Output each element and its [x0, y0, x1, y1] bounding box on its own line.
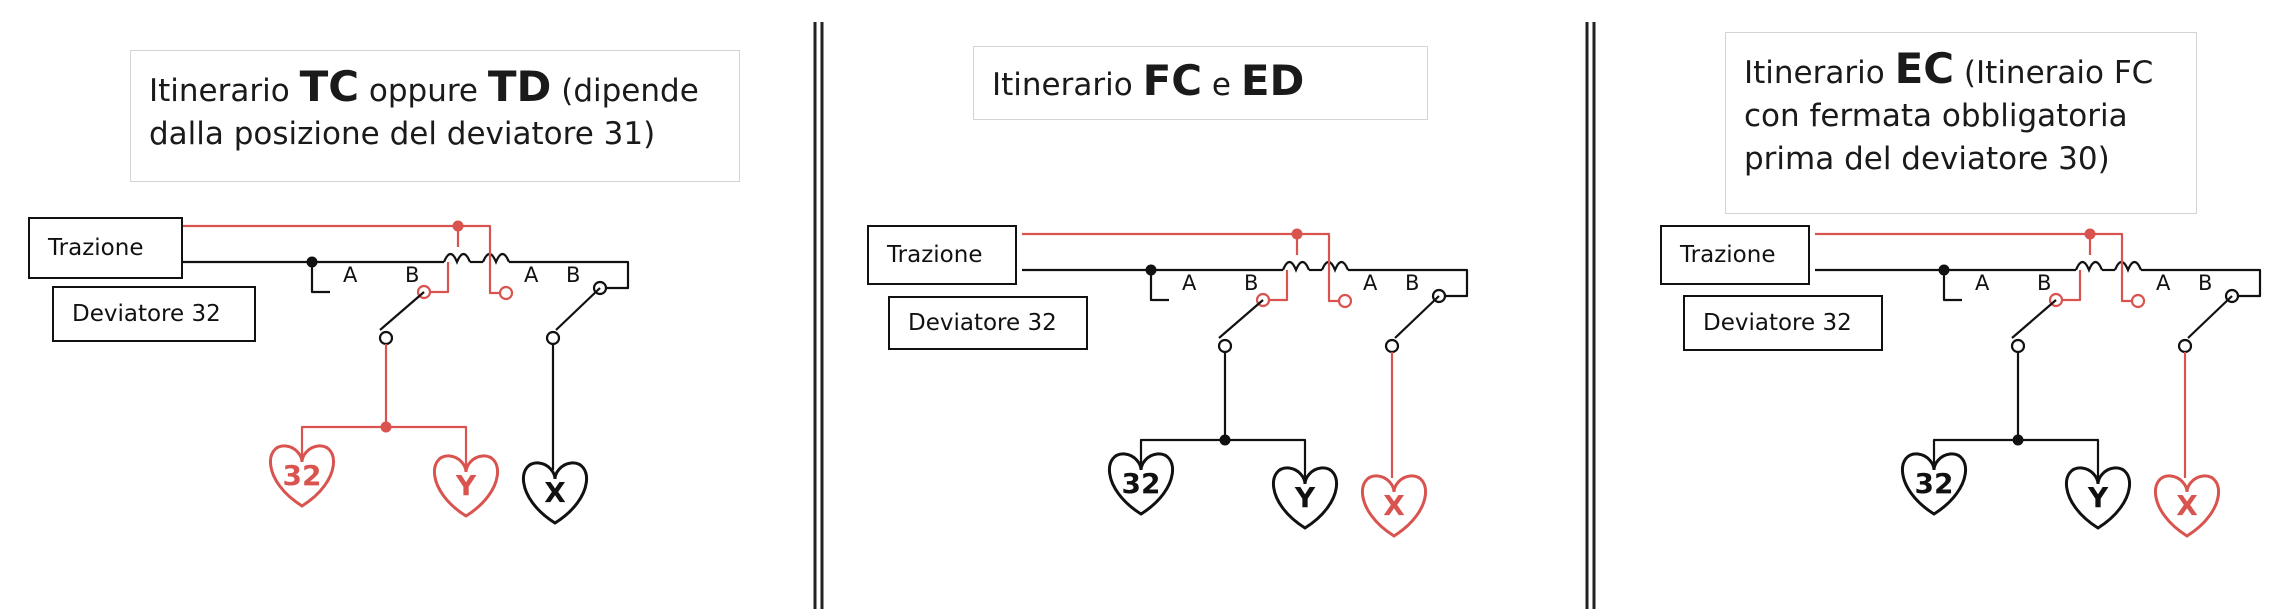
contact-label: A — [343, 263, 358, 287]
contact-label: A — [524, 263, 539, 287]
lamp-heart-icon — [1107, 452, 1175, 516]
lamp-heart-icon — [521, 461, 589, 525]
switch-arm — [555, 287, 601, 331]
lamp-label: Y — [1294, 481, 1316, 514]
wire — [430, 262, 450, 294]
deviatore-box: Deviatore 32 — [52, 286, 256, 342]
wire — [2090, 232, 2124, 255]
wire — [458, 224, 492, 247]
contact-terminal — [545, 330, 561, 346]
wire — [1139, 438, 1307, 478]
panel-3-title: Itinerario EC (Itineraio FC con fermata … — [1725, 32, 2197, 214]
wire-crossover — [1320, 260, 1350, 273]
trazione-box: Trazione — [28, 217, 183, 279]
panel-1-title: Itinerario TC oppure TD (dipende dalla p… — [130, 50, 740, 182]
lamp-label: Y — [2087, 481, 2109, 514]
contact-terminal — [2010, 338, 2026, 354]
title-connector: oppure — [359, 73, 488, 109]
contact-label: B — [2037, 271, 2051, 295]
title-code: ED — [1240, 56, 1305, 105]
wire — [1942, 270, 1962, 302]
switch-arm — [2011, 299, 2057, 339]
contact-terminal — [1217, 338, 1233, 354]
wire — [1932, 438, 2100, 478]
trazione-box: Trazione — [1660, 225, 1810, 285]
contact-terminal — [2130, 293, 2146, 309]
lamp-label: 32 — [1122, 467, 1161, 500]
contact-label: B — [1405, 271, 1419, 295]
wire-crossover — [2113, 260, 2143, 273]
title-suffix: (Itineraio FC con fermata obbligatoria p… — [1744, 55, 2154, 177]
contact-label: B — [405, 263, 419, 287]
title-prefix: Itinerario — [992, 67, 1143, 103]
title-code: FC — [1142, 56, 1203, 105]
lamp-heart-icon — [1900, 452, 1968, 516]
deviatore-box: Deviatore 32 — [888, 296, 1088, 350]
contact-label: B — [566, 263, 580, 287]
deviatore-box: Deviatore 32 — [1683, 295, 1883, 351]
lamp-label: X — [1383, 489, 1405, 522]
contact-terminal — [1337, 293, 1353, 309]
lamp-label: X — [2176, 489, 2198, 522]
title-prefix: Itinerario — [149, 73, 300, 109]
wire — [2062, 270, 2082, 302]
lamp-label: 32 — [1915, 467, 1954, 500]
contact-label: B — [1244, 271, 1258, 295]
lamp-heart-icon — [2153, 474, 2221, 538]
lamp-heart-icon — [432, 454, 500, 518]
wire — [310, 262, 330, 294]
contact-terminal — [498, 285, 514, 301]
title-prefix: Itinerario — [1744, 55, 1895, 91]
lamp-label: Y — [455, 469, 477, 502]
switch-arm — [2187, 295, 2233, 339]
wire — [1348, 268, 1469, 298]
wire — [1327, 255, 1339, 303]
contact-label: A — [1975, 271, 1990, 295]
contact-terminal — [2177, 338, 2193, 354]
title-suffix: (dipende dalla posizione del deviatore 3… — [149, 73, 699, 152]
contact-terminal — [1384, 338, 1400, 354]
wire — [509, 260, 630, 290]
lamp-heart-icon — [1271, 466, 1339, 530]
wire — [1149, 270, 1169, 302]
contact-label: A — [1182, 271, 1197, 295]
wire — [488, 247, 500, 295]
wire — [2141, 268, 2262, 298]
lamp-heart-icon — [2064, 466, 2132, 530]
title-code: TD — [487, 62, 552, 111]
switch-arm — [1394, 295, 1440, 339]
wire-crossover — [2074, 260, 2104, 273]
switch-arm — [379, 291, 425, 331]
trazione-box: Trazione — [867, 225, 1017, 285]
contact-label: A — [2156, 271, 2171, 295]
wire — [2120, 255, 2132, 303]
lamp-heart-icon — [1360, 474, 1428, 538]
title-connector: e — [1202, 67, 1241, 103]
wire — [1269, 270, 1289, 302]
switch-arm — [1218, 299, 1264, 339]
contact-label: B — [2198, 271, 2212, 295]
lamp-heart-icon — [268, 444, 336, 508]
panel-2-title: Itinerario FC e ED — [973, 46, 1428, 120]
lamp-label: 32 — [283, 459, 322, 492]
title-code: TC — [299, 62, 360, 111]
title-code: EC — [1894, 44, 1955, 93]
wire-crossover — [481, 252, 511, 265]
wire-crossover — [442, 252, 472, 265]
wire-crossover — [1281, 260, 1311, 273]
wire — [300, 425, 468, 468]
wire — [1297, 232, 1331, 255]
contact-label: A — [1363, 271, 1378, 295]
lamp-label: X — [544, 476, 566, 509]
contact-terminal — [378, 330, 394, 346]
